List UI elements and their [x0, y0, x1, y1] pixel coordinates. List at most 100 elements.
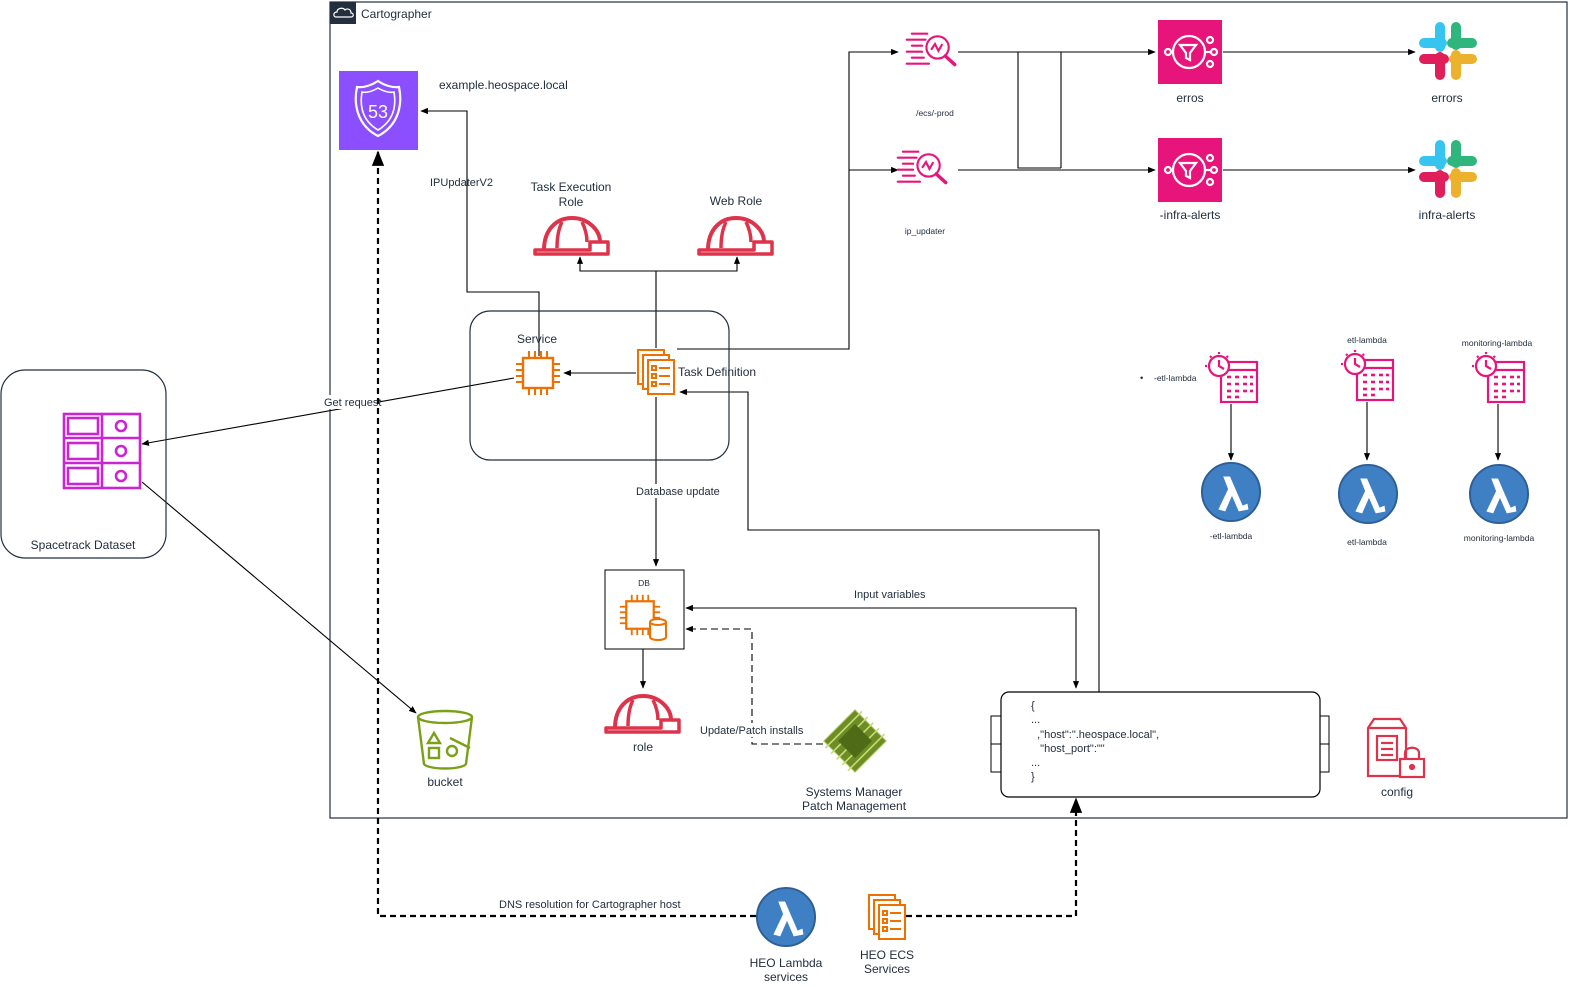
systems-manager-patch-icon	[823, 709, 887, 773]
task-definition-label: Task Definition	[678, 365, 756, 379]
lambda-icon	[1468, 463, 1530, 525]
sns-erros-node[interactable]: erros	[1158, 20, 1222, 105]
cartographer-group: Cartographer	[329, 1, 1568, 819]
task-definition-stack-icon	[868, 894, 906, 940]
s3-bucket-icon	[416, 709, 474, 770]
lambda-icon	[1200, 461, 1262, 523]
heo-ecs-label-1: HEO ECS	[860, 948, 914, 962]
edge-spacetrack-to-bucket	[141, 481, 417, 714]
slack-infra-alerts-node[interactable]: infra-alerts	[1419, 145, 1476, 222]
spacetrack-node[interactable]: Spacetrack Dataset	[0, 369, 167, 559]
data-catalog-grid-icon	[62, 412, 142, 490]
lambda-icon	[1337, 463, 1399, 525]
edge-label-dns-resolution: DNS resolution for Cartographer host	[499, 899, 681, 911]
schedule-2-node[interactable]: etl-lambda	[1339, 335, 1395, 402]
log-ecs-prod-label: /ecs/-prod	[916, 108, 954, 118]
slack-errors-node[interactable]: errors	[1424, 27, 1472, 105]
edge-ssm-to-db	[685, 625, 823, 745]
sns-topic-icon	[1158, 138, 1222, 202]
edge-label-get-request: Get request	[324, 397, 381, 409]
config-doc-line-5: }	[1031, 771, 1035, 783]
edge-label-bg	[699, 723, 805, 737]
config-doc-box	[1000, 691, 1321, 798]
lambda-3-label: monitoring-lambda	[1464, 533, 1535, 543]
lambda-2-node[interactable]: etl-lambda	[1337, 463, 1399, 547]
eventbridge-schedule-icon	[1203, 350, 1259, 404]
route53-badge: 53	[368, 102, 388, 122]
sns-erros-label: erros	[1176, 91, 1203, 105]
ssm-node[interactable]: Systems Manager Patch Management	[802, 707, 907, 813]
heo-ecs-node[interactable]: HEO ECS Services	[860, 894, 914, 976]
config-doc-line-3: "host_port":""	[1031, 743, 1105, 755]
log-ip-updater-node[interactable]: ip_updater	[896, 149, 948, 236]
lambda-icon	[755, 886, 817, 948]
schedule-1-bullet: •	[1140, 373, 1143, 384]
edge-to-web-role	[656, 256, 741, 272]
edge-label-input-variables: Input variables	[854, 589, 926, 601]
lambda-3-node[interactable]: monitoring-lambda	[1464, 463, 1535, 543]
iam-role-hardhat-icon	[697, 216, 774, 256]
ssm-label-1: Systems Manager	[806, 785, 903, 799]
edge-dns-to-route53	[371, 150, 756, 918]
edge-label-database-update: Database update	[636, 486, 720, 498]
slack-logo-icon	[1424, 27, 1472, 75]
log-ecs-prod-node[interactable]: /ecs/-prod	[905, 31, 957, 118]
role-node[interactable]: role	[604, 694, 681, 754]
edge-service-to-route53	[420, 107, 540, 356]
secrets-config-lock-icon	[1366, 717, 1426, 779]
slack-infra-alerts-label: infra-alerts	[1419, 208, 1476, 222]
role-label: role	[633, 740, 653, 754]
edge-taskdef-to-ecs-log	[677, 48, 899, 350]
config-doc-line-1: ...	[1031, 714, 1040, 726]
schedule-1-node[interactable]: • -etl-lambda	[1140, 350, 1259, 404]
task-execution-role-label-1: Task Execution	[531, 180, 612, 194]
eventbridge-schedule-icon	[1339, 348, 1395, 402]
config-document-node[interactable]: { ... ,"host":".heospace.local", "host_p…	[990, 691, 1330, 798]
cloud-icon	[330, 2, 356, 24]
edge-ecslog-cross	[1017, 52, 1061, 169]
web-role-label: Web Role	[710, 194, 763, 208]
sns-infra-alerts-label: -infra-alerts	[1160, 208, 1221, 222]
sns-infra-alerts-node[interactable]: -infra-alerts	[1158, 138, 1222, 222]
iam-role-hardhat-icon	[604, 694, 681, 734]
edge-config-to-taskdef	[679, 388, 1100, 692]
service-node[interactable]: Service	[514, 332, 562, 397]
task-execution-role-label-2: Role	[559, 195, 584, 209]
ecs-service-chip-icon	[514, 349, 562, 397]
sns-topic-icon	[1158, 20, 1222, 84]
ecs-cluster-box	[469, 310, 730, 461]
service-label: Service	[517, 332, 557, 346]
log-ip-updater-label: ip_updater	[905, 226, 945, 236]
schedule-3-label: monitoring-lambda	[1462, 338, 1533, 348]
web-role-node[interactable]: Web Role	[697, 194, 774, 256]
heo-lambda-label-2: services	[764, 970, 808, 984]
edge-label-patch-installs: Update/Patch installs	[700, 725, 804, 737]
schedule-3-node[interactable]: monitoring-lambda	[1462, 338, 1533, 404]
spacetrack-box	[0, 369, 167, 559]
db-node[interactable]: DB	[604, 569, 685, 650]
group-title: Cartographer	[361, 7, 432, 21]
heo-lambda-label-1: HEO Lambda	[750, 956, 823, 970]
task-definition-stack-icon	[637, 349, 675, 395]
lambda-1-node[interactable]: -etl-lambda	[1200, 461, 1262, 541]
lambda-2-label: etl-lambda	[1347, 537, 1387, 547]
edge-label-ipupdater: IPUpdaterV2	[430, 177, 493, 189]
cloudwatch-logs-search-icon	[896, 149, 948, 185]
task-definition-node[interactable]: Task Definition	[637, 349, 756, 395]
bucket-node[interactable]: bucket	[416, 709, 474, 789]
schedule-2-label: etl-lambda	[1347, 335, 1387, 345]
task-execution-role-node[interactable]: Task Execution Role	[531, 180, 612, 256]
db-box	[604, 569, 685, 650]
bucket-label: bucket	[427, 775, 463, 789]
edges: IPUpdaterV2 Get request Database update	[141, 48, 1502, 918]
config-secret-node[interactable]: config	[1366, 717, 1426, 799]
heo-lambda-node[interactable]: HEO Lambda services	[750, 886, 823, 984]
edge-to-task-exec-role	[576, 256, 656, 272]
edge-service-to-spacetrack	[141, 377, 515, 446]
iam-role-hardhat-icon	[533, 216, 610, 256]
route53-node[interactable]: 53 example.heospace.local	[339, 71, 568, 150]
eventbridge-schedule-icon	[1470, 350, 1526, 404]
edge-dns-to-config	[906, 797, 1083, 918]
config-secret-label: config	[1381, 785, 1413, 799]
config-doc-line-2: ,"host":".heospace.local",	[1031, 729, 1159, 741]
